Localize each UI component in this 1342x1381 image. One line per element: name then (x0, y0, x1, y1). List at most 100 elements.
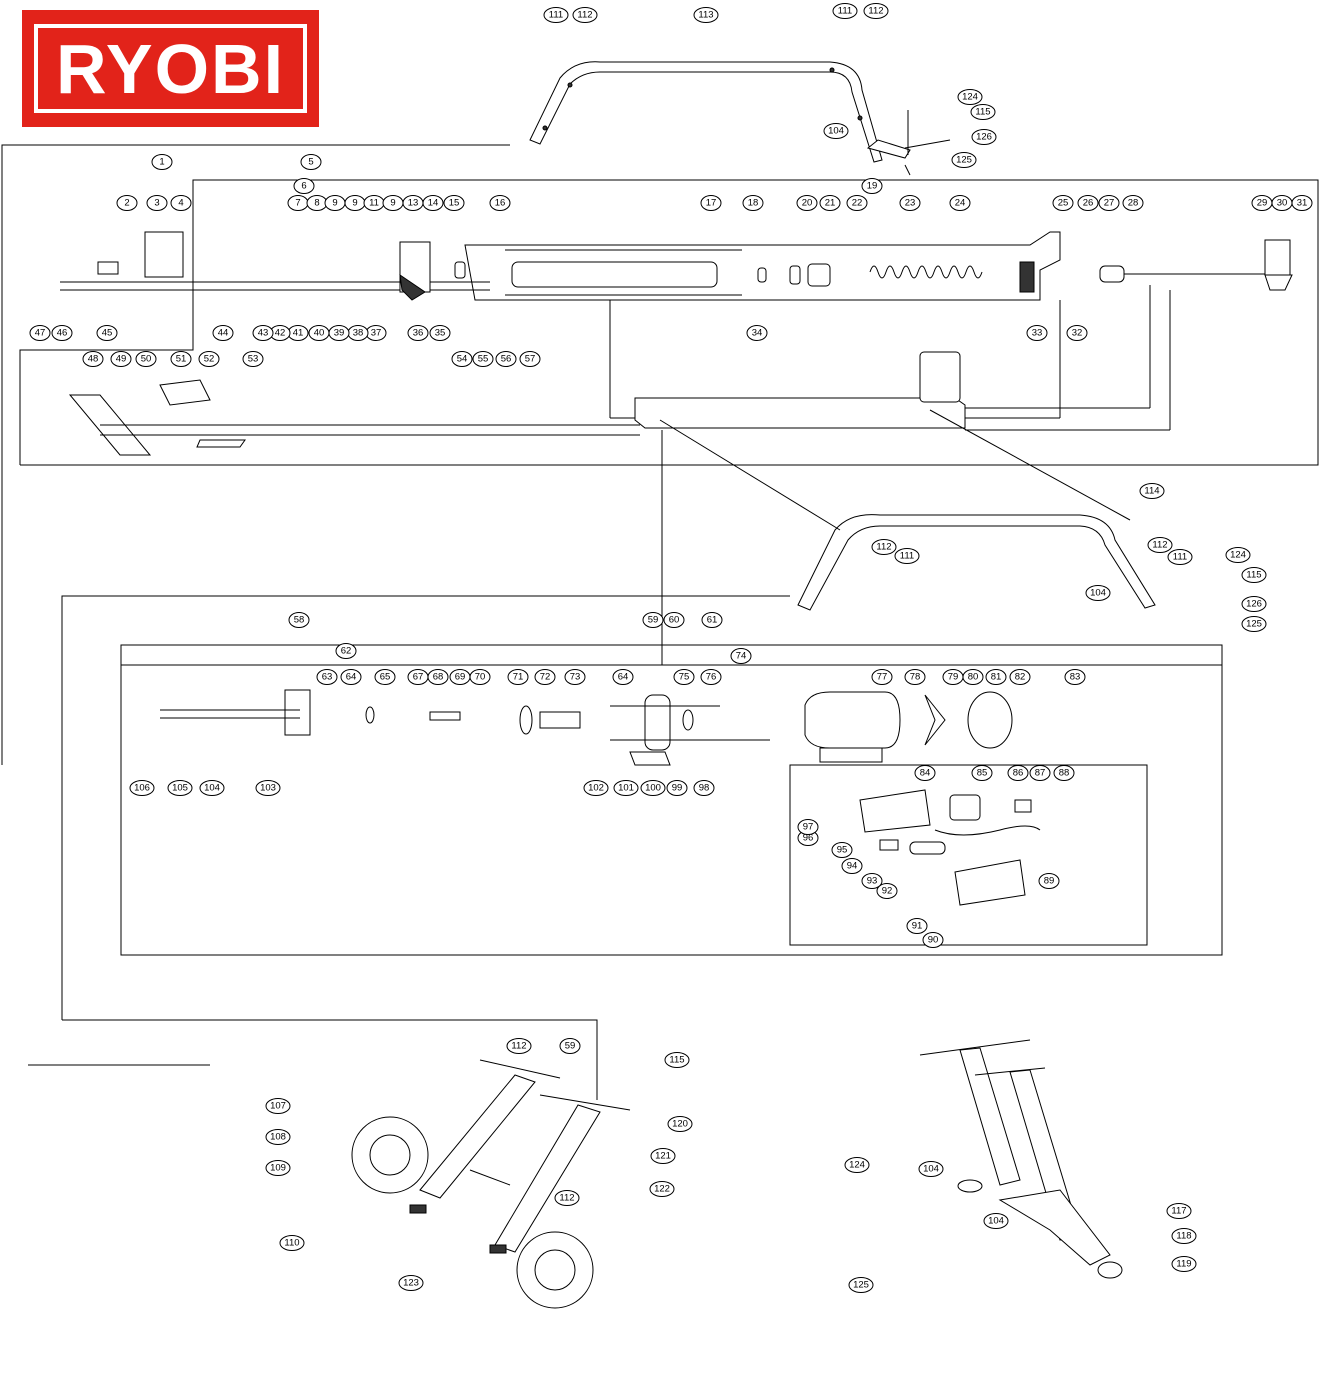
callout-92: 92 (876, 883, 898, 899)
callout-104: 104 (199, 780, 225, 796)
callout-circle (146, 195, 168, 211)
callout-circle (559, 1038, 581, 1054)
callout-88: 88 (1053, 765, 1075, 781)
callout-number: 86 (1013, 768, 1024, 779)
callout-number: 60 (669, 615, 680, 626)
callout-number: 48 (88, 354, 99, 365)
callout-number: 24 (955, 198, 966, 209)
callout-125: 125 (1241, 616, 1267, 632)
callout-circle (279, 1235, 305, 1251)
callout-98: 98 (693, 780, 715, 796)
callout-number: 3 (154, 198, 159, 209)
callout-number: 112 (577, 10, 592, 21)
callout-circle (252, 325, 274, 341)
callout-circle (970, 104, 996, 120)
callout-number: 38 (353, 328, 364, 339)
callout-circle (167, 780, 193, 796)
callout-7: 7 (287, 195, 309, 211)
callout-number: 108 (270, 1132, 286, 1143)
callout-number: 35 (435, 328, 446, 339)
callout-110: 110 (279, 1235, 305, 1251)
callout-circle (650, 1148, 676, 1164)
callout-number: 112 (511, 1041, 526, 1052)
callout-number: 9 (352, 198, 357, 209)
callout-circle (429, 325, 451, 341)
callout-number: 6 (301, 181, 306, 192)
callout-9: 9 (324, 195, 346, 211)
callout-number: 72 (540, 672, 551, 683)
callout-circle (1066, 325, 1088, 341)
callout-circle (831, 842, 853, 858)
callout-number: 112 (1152, 540, 1167, 551)
callout-number: 123 (403, 1278, 419, 1289)
callout-114: 114 (1139, 483, 1165, 499)
callout-circle (1147, 537, 1173, 553)
callout-circle (819, 195, 841, 211)
callout-circle (861, 873, 883, 889)
callout-number: 94 (847, 861, 858, 872)
ram-assembly (60, 231, 1293, 301)
callout-112: 112 (863, 3, 889, 19)
callout-circle (335, 643, 357, 659)
callout-120: 120 (667, 1116, 693, 1132)
callout-circle (519, 351, 541, 367)
callout-number: 18 (748, 198, 759, 209)
callout-number: 73 (570, 672, 581, 683)
logo-border: RYOBI (34, 24, 307, 113)
callout-number: 104 (204, 783, 220, 794)
callout-circle (1225, 547, 1251, 563)
callout-number: 112 (868, 6, 883, 17)
callout-number: 111 (900, 551, 914, 562)
callout-118: 118 (1171, 1228, 1197, 1244)
callout-number: 21 (825, 198, 836, 209)
callout-circle (846, 195, 868, 211)
callout-84: 84 (914, 765, 936, 781)
callout-circle (170, 195, 192, 211)
callout-60: 60 (663, 612, 685, 628)
callout-circle (1139, 483, 1165, 499)
callout-circle (451, 351, 473, 367)
callout-number: 2 (124, 198, 129, 209)
callout-124: 124 (1225, 547, 1251, 563)
callout-115: 115 (970, 104, 996, 120)
callout-circle (844, 1157, 870, 1173)
callout-circle (583, 780, 609, 796)
callout-1: 1 (151, 154, 173, 170)
callout-number: 43 (258, 328, 269, 339)
callout-36: 36 (407, 325, 429, 341)
callout-circle (427, 669, 449, 685)
callout-circle (564, 669, 586, 685)
callout-number: 57 (525, 354, 536, 365)
callout-62: 62 (335, 643, 357, 659)
callout-circle (1241, 616, 1267, 632)
callout-number: 115 (1246, 570, 1261, 581)
callout-circle (407, 325, 429, 341)
callout-125: 125 (951, 152, 977, 168)
callout-90: 90 (922, 932, 944, 948)
callout-number: 70 (475, 672, 486, 683)
callout-28: 28 (1122, 195, 1144, 211)
callout-93: 93 (861, 873, 883, 889)
callout-circle (612, 669, 634, 685)
callout-50: 50 (135, 351, 157, 367)
callout-111: 111 (543, 7, 569, 23)
callout-29: 29 (1251, 195, 1273, 211)
callout-number: 125 (1246, 619, 1262, 630)
callout-circle (151, 154, 173, 170)
callout-number: 112 (876, 542, 891, 553)
callout-53: 53 (242, 351, 264, 367)
callout-circle (507, 669, 529, 685)
callout-112: 112 (572, 7, 598, 23)
callout-number: 34 (752, 328, 763, 339)
callout-number: 121 (655, 1151, 671, 1162)
callout-3: 3 (146, 195, 168, 211)
callout-number: 41 (293, 328, 304, 339)
callout-number: 23 (905, 198, 916, 209)
callout-circle (265, 1160, 291, 1176)
callout-circle (469, 669, 491, 685)
callout-95: 95 (831, 842, 853, 858)
callout-circle (265, 1129, 291, 1145)
callout-circle (300, 154, 322, 170)
callout-number: 92 (882, 886, 893, 897)
callout-72: 72 (534, 669, 556, 685)
